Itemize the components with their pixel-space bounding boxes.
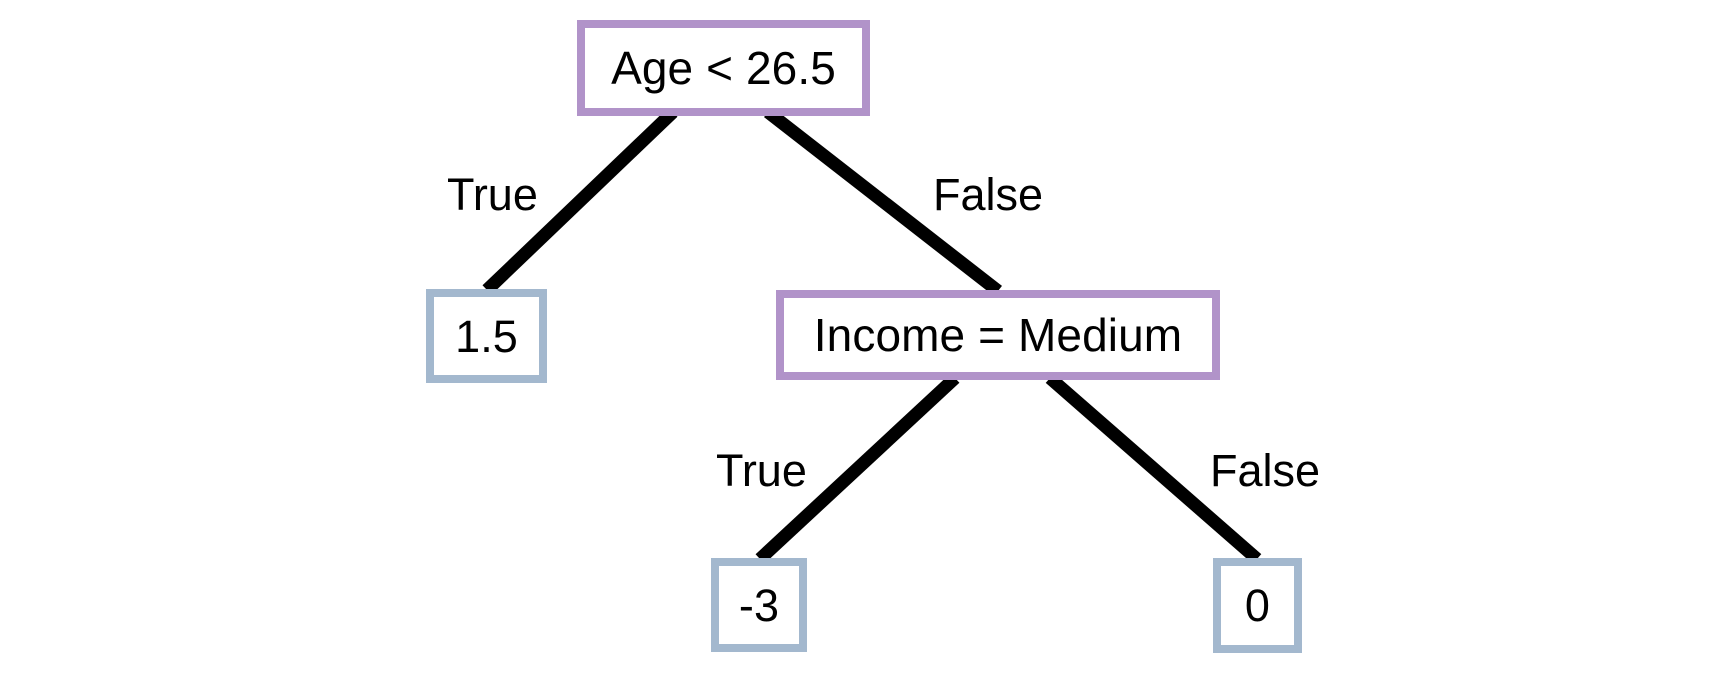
node-label: Income = Medium: [813, 309, 1183, 361]
decision-node-root[interactable]: Age < 26.5: [577, 20, 870, 116]
node-label: 1.5: [455, 310, 518, 362]
node-label: 0: [1244, 580, 1271, 631]
edge-label-income-true: True: [716, 445, 807, 496]
leaf-node-0[interactable]: 0: [1213, 558, 1302, 653]
decision-node-income[interactable]: Income = Medium: [776, 290, 1220, 380]
node-label: Age < 26.5: [611, 42, 836, 94]
edge-label-root-false: False: [933, 169, 1044, 220]
edge-label-root-true: True: [447, 169, 538, 220]
edge-label-income-false: False: [1210, 445, 1321, 496]
leaf-node-1-5[interactable]: 1.5: [426, 289, 547, 383]
leaf-node-minus-3[interactable]: -3: [711, 558, 807, 652]
node-label: -3: [738, 579, 780, 631]
